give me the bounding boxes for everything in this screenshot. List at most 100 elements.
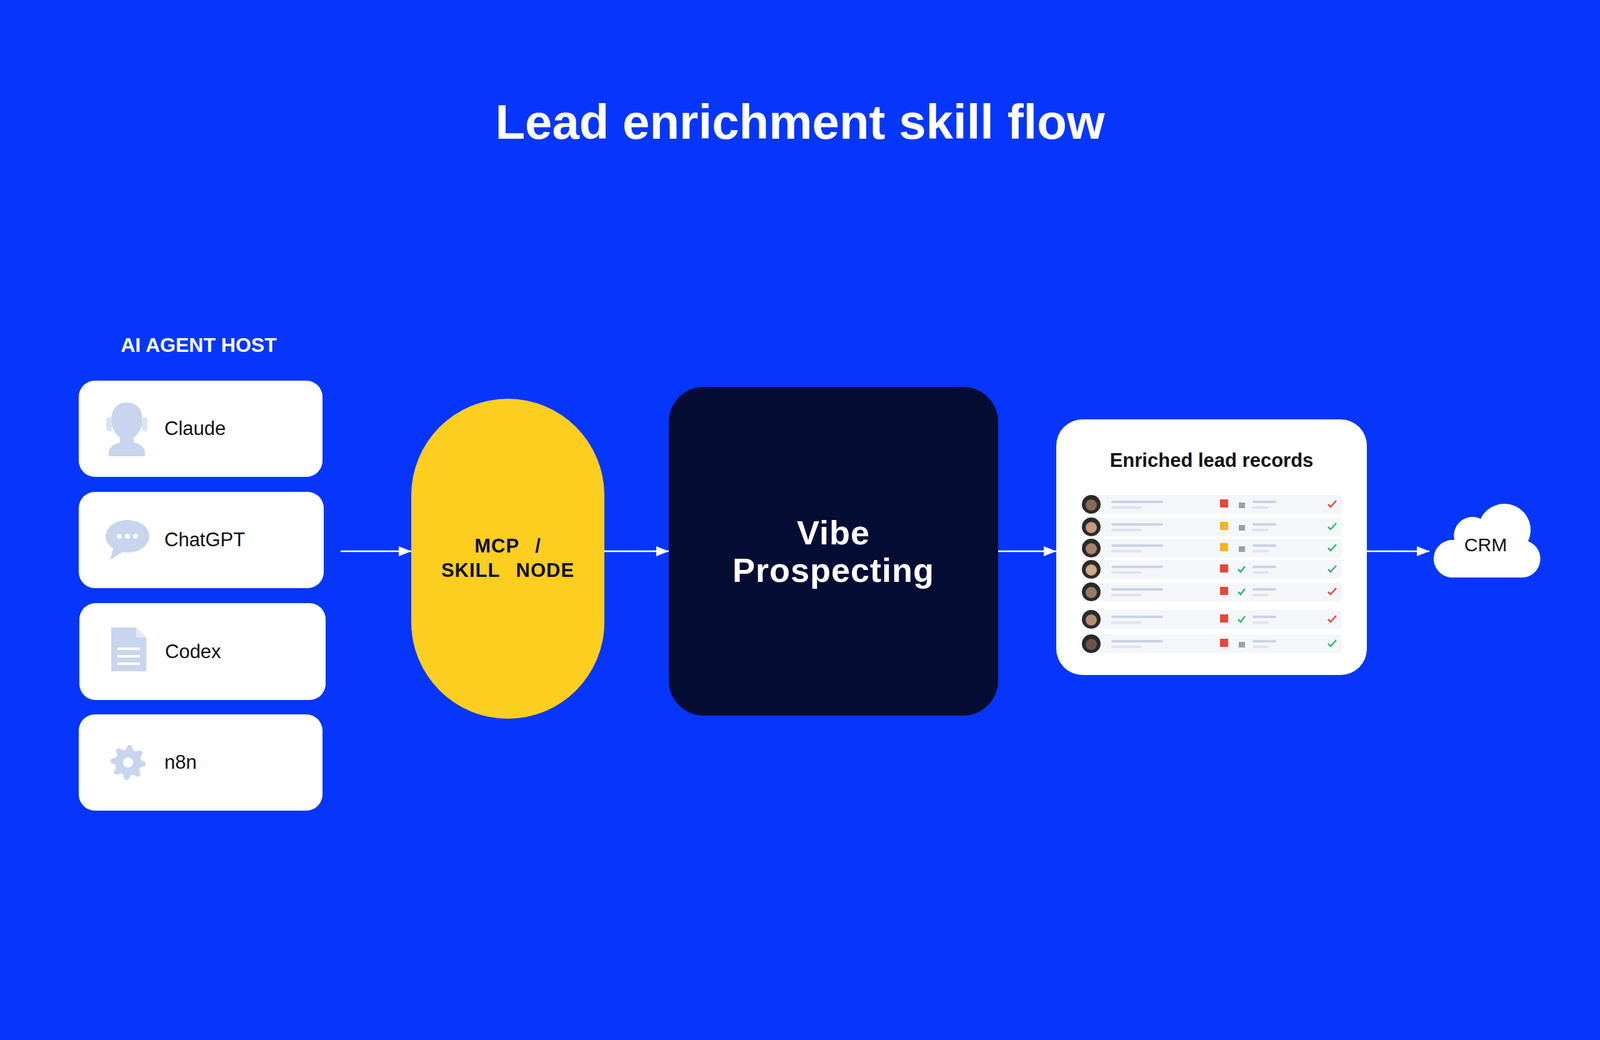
- service-box: Vibe Prospecting: [668, 386, 999, 716]
- illustration-part: [1252, 593, 1269, 597]
- illustration-part: [1238, 641, 1245, 648]
- record-row: [1081, 495, 1342, 514]
- illustration-part: [1252, 523, 1277, 526]
- illustration-part: [1252, 588, 1277, 591]
- illustration-part: [1081, 560, 1342, 579]
- illustration-part: [1328, 565, 1337, 572]
- illustration-part: [1238, 546, 1245, 552]
- illustration-part: [1252, 615, 1277, 619]
- illustration-part: [1111, 615, 1164, 619]
- flow-arrow: [998, 550, 1057, 553]
- illustration-part: [1081, 634, 1342, 654]
- illustration-part: [1081, 560, 1101, 579]
- illustration-part: [1081, 582, 1101, 602]
- node-text: Enriched lead records: [1110, 449, 1314, 472]
- illustration-part: [117, 662, 140, 665]
- illustration-part: [1252, 645, 1269, 649]
- illustration-part: [1111, 528, 1142, 532]
- illustration-part: [1111, 550, 1142, 553]
- flow-arrow: [1366, 550, 1430, 553]
- illustration-part: [1085, 564, 1097, 576]
- illustration-part: [1085, 586, 1097, 599]
- illustration-part: [1081, 634, 1101, 654]
- illustration-part: [1111, 645, 1142, 649]
- records-card: Enriched lead records: [1056, 419, 1367, 675]
- illustration-part: [123, 757, 134, 768]
- illustration-part: [1111, 544, 1164, 547]
- person-icon: [106, 402, 148, 457]
- node-text: Vibe Prospecting: [715, 513, 953, 590]
- illustration-part: [1252, 506, 1269, 509]
- illustration-part: [1081, 538, 1342, 558]
- illustration-part: [105, 520, 150, 553]
- illustration-part: [1328, 640, 1337, 647]
- group-label: AI AGENT HOST: [120, 333, 277, 357]
- illustration-part: [1220, 499, 1229, 508]
- illustration-part: [1111, 506, 1142, 509]
- illustration-part: [1081, 582, 1342, 602]
- node-text: Codex: [165, 640, 222, 664]
- illustration-part: [1111, 593, 1142, 597]
- host-box: Codex: [79, 603, 326, 700]
- illustration-part: [1111, 571, 1142, 574]
- illustration-part: [1252, 544, 1277, 547]
- illustration-part: [1081, 495, 1101, 514]
- illustration-part: [1328, 615, 1337, 622]
- illustration-part: [1081, 495, 1342, 514]
- node-text: n8n: [164, 751, 197, 774]
- illustration-part: [1081, 538, 1101, 558]
- illustration-part: [1252, 565, 1277, 569]
- node-text: Claude: [164, 417, 226, 440]
- illustration-part: [1252, 640, 1277, 643]
- record-row: [1081, 538, 1342, 558]
- record-row: [1081, 517, 1342, 537]
- illustration-part: [1220, 586, 1229, 595]
- illustration-part: [1238, 502, 1245, 509]
- node-text: ChatGPT: [164, 528, 245, 552]
- illustration-part: [1252, 550, 1269, 553]
- illustration-part: [125, 533, 130, 539]
- illustration-part: [1220, 638, 1229, 647]
- illustration-part: [1220, 614, 1229, 623]
- illustration-part: [1328, 523, 1337, 530]
- illustration-part: [1220, 564, 1229, 573]
- illustration-part: [136, 627, 147, 638]
- illustration-part: [1238, 525, 1245, 531]
- host-box: n8n: [78, 714, 323, 811]
- illustration-part: [117, 647, 140, 650]
- record-row: [1081, 634, 1342, 654]
- illustration-part: [1252, 621, 1269, 624]
- illustration-part: [1252, 571, 1269, 574]
- illustration-part: [1328, 500, 1337, 507]
- record-row: [1081, 582, 1342, 602]
- document-icon: [111, 627, 147, 672]
- illustration-part: [1081, 517, 1101, 537]
- illustration-part: [1238, 616, 1245, 622]
- diagram-title: Lead enrichment skill flow: [0, 93, 1600, 151]
- illustration-part: [108, 402, 145, 457]
- illustration-part: [1328, 544, 1337, 551]
- illustration-part: [1111, 621, 1142, 624]
- illustration-part: [1085, 499, 1097, 511]
- crm-cloud: CRM: [1429, 503, 1542, 580]
- illustration-part: [141, 417, 148, 432]
- illustration-part: [1252, 528, 1269, 532]
- illustration-part: [1081, 610, 1342, 629]
- illustration-part: [116, 533, 122, 539]
- flow-arrow: [604, 550, 669, 553]
- gear-icon: [110, 745, 146, 780]
- illustration-part: [1111, 565, 1164, 569]
- illustration-part: [1238, 566, 1245, 572]
- illustration-part: [1081, 517, 1342, 537]
- record-rows: [1081, 495, 1342, 654]
- illustration-part: [1220, 543, 1229, 552]
- illustration-part: [111, 627, 147, 672]
- illustration-part: [1238, 588, 1245, 595]
- illustration-part: [110, 547, 124, 560]
- chat-bubble-icon: [105, 520, 150, 560]
- record-row: [1081, 560, 1342, 579]
- illustration-part: [1085, 543, 1097, 555]
- illustration-part: [117, 655, 140, 658]
- illustration-part: [110, 745, 146, 780]
